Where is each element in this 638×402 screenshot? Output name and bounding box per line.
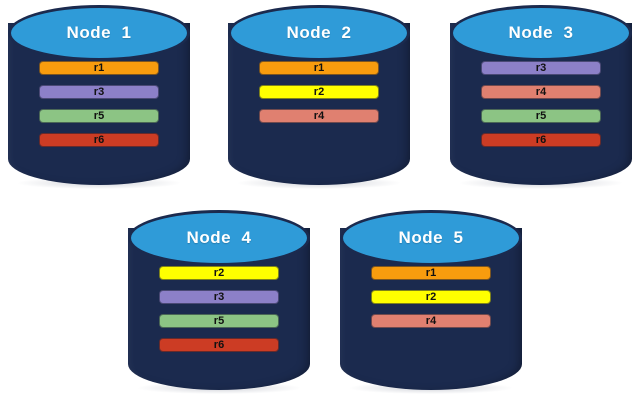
record-bar-r5[interactable]: r5 <box>159 314 279 328</box>
node-label: Node 3 <box>508 23 574 42</box>
database-node-4[interactable]: Node 4 r2 r3 r5 r6 <box>128 210 310 394</box>
node-label: Node 4 <box>186 228 252 247</box>
record-bar-r1[interactable]: r1 <box>39 61 159 75</box>
database-node-5[interactable]: Node 5 r1 r2 r4 <box>340 210 522 394</box>
record-bar-r6[interactable]: r6 <box>159 338 279 352</box>
record-bar-r1[interactable]: r1 <box>259 61 379 75</box>
record-bar-r2[interactable]: r2 <box>371 290 491 304</box>
cylinder-top-ellipse-icon <box>228 5 410 61</box>
cylinder-top-ellipse-icon <box>128 210 310 266</box>
record-bar-r6[interactable]: r6 <box>481 133 601 147</box>
cylinder-top-ellipse-icon <box>340 210 522 266</box>
record-bar-r5[interactable]: r5 <box>481 109 601 123</box>
cylinder-top-ellipse-icon <box>8 5 190 61</box>
record-bar-r3[interactable]: r3 <box>481 61 601 75</box>
node-label: Node 2 <box>286 23 352 42</box>
database-node-3[interactable]: Node 3 r3 r4 r5 r6 <box>450 5 632 189</box>
record-list: r1 r3 r5 r6 <box>39 61 159 157</box>
record-bar-r3[interactable]: r3 <box>39 85 159 99</box>
record-bar-r4[interactable]: r4 <box>371 314 491 328</box>
record-bar-r1[interactable]: r1 <box>371 266 491 280</box>
record-list: r3 r4 r5 r6 <box>481 61 601 157</box>
record-bar-r2[interactable]: r2 <box>159 266 279 280</box>
record-bar-r4[interactable]: r4 <box>481 85 601 99</box>
record-bar-r4[interactable]: r4 <box>259 109 379 123</box>
record-bar-r6[interactable]: r6 <box>39 133 159 147</box>
database-node-2[interactable]: Node 2 r1 r2 r4 <box>228 5 410 189</box>
record-bar-r2[interactable]: r2 <box>259 85 379 99</box>
record-list: r1 r2 r4 <box>371 266 491 338</box>
cylinder-top-ellipse-icon <box>450 5 632 61</box>
node-label: Node 5 <box>398 228 464 247</box>
node-label: Node 1 <box>66 23 132 42</box>
record-list: r1 r2 r4 <box>259 61 379 133</box>
record-bar-r3[interactable]: r3 <box>159 290 279 304</box>
database-node-1[interactable]: Node 1 r1 r3 r5 r6 <box>8 5 190 189</box>
record-bar-r5[interactable]: r5 <box>39 109 159 123</box>
record-list: r2 r3 r5 r6 <box>159 266 279 362</box>
